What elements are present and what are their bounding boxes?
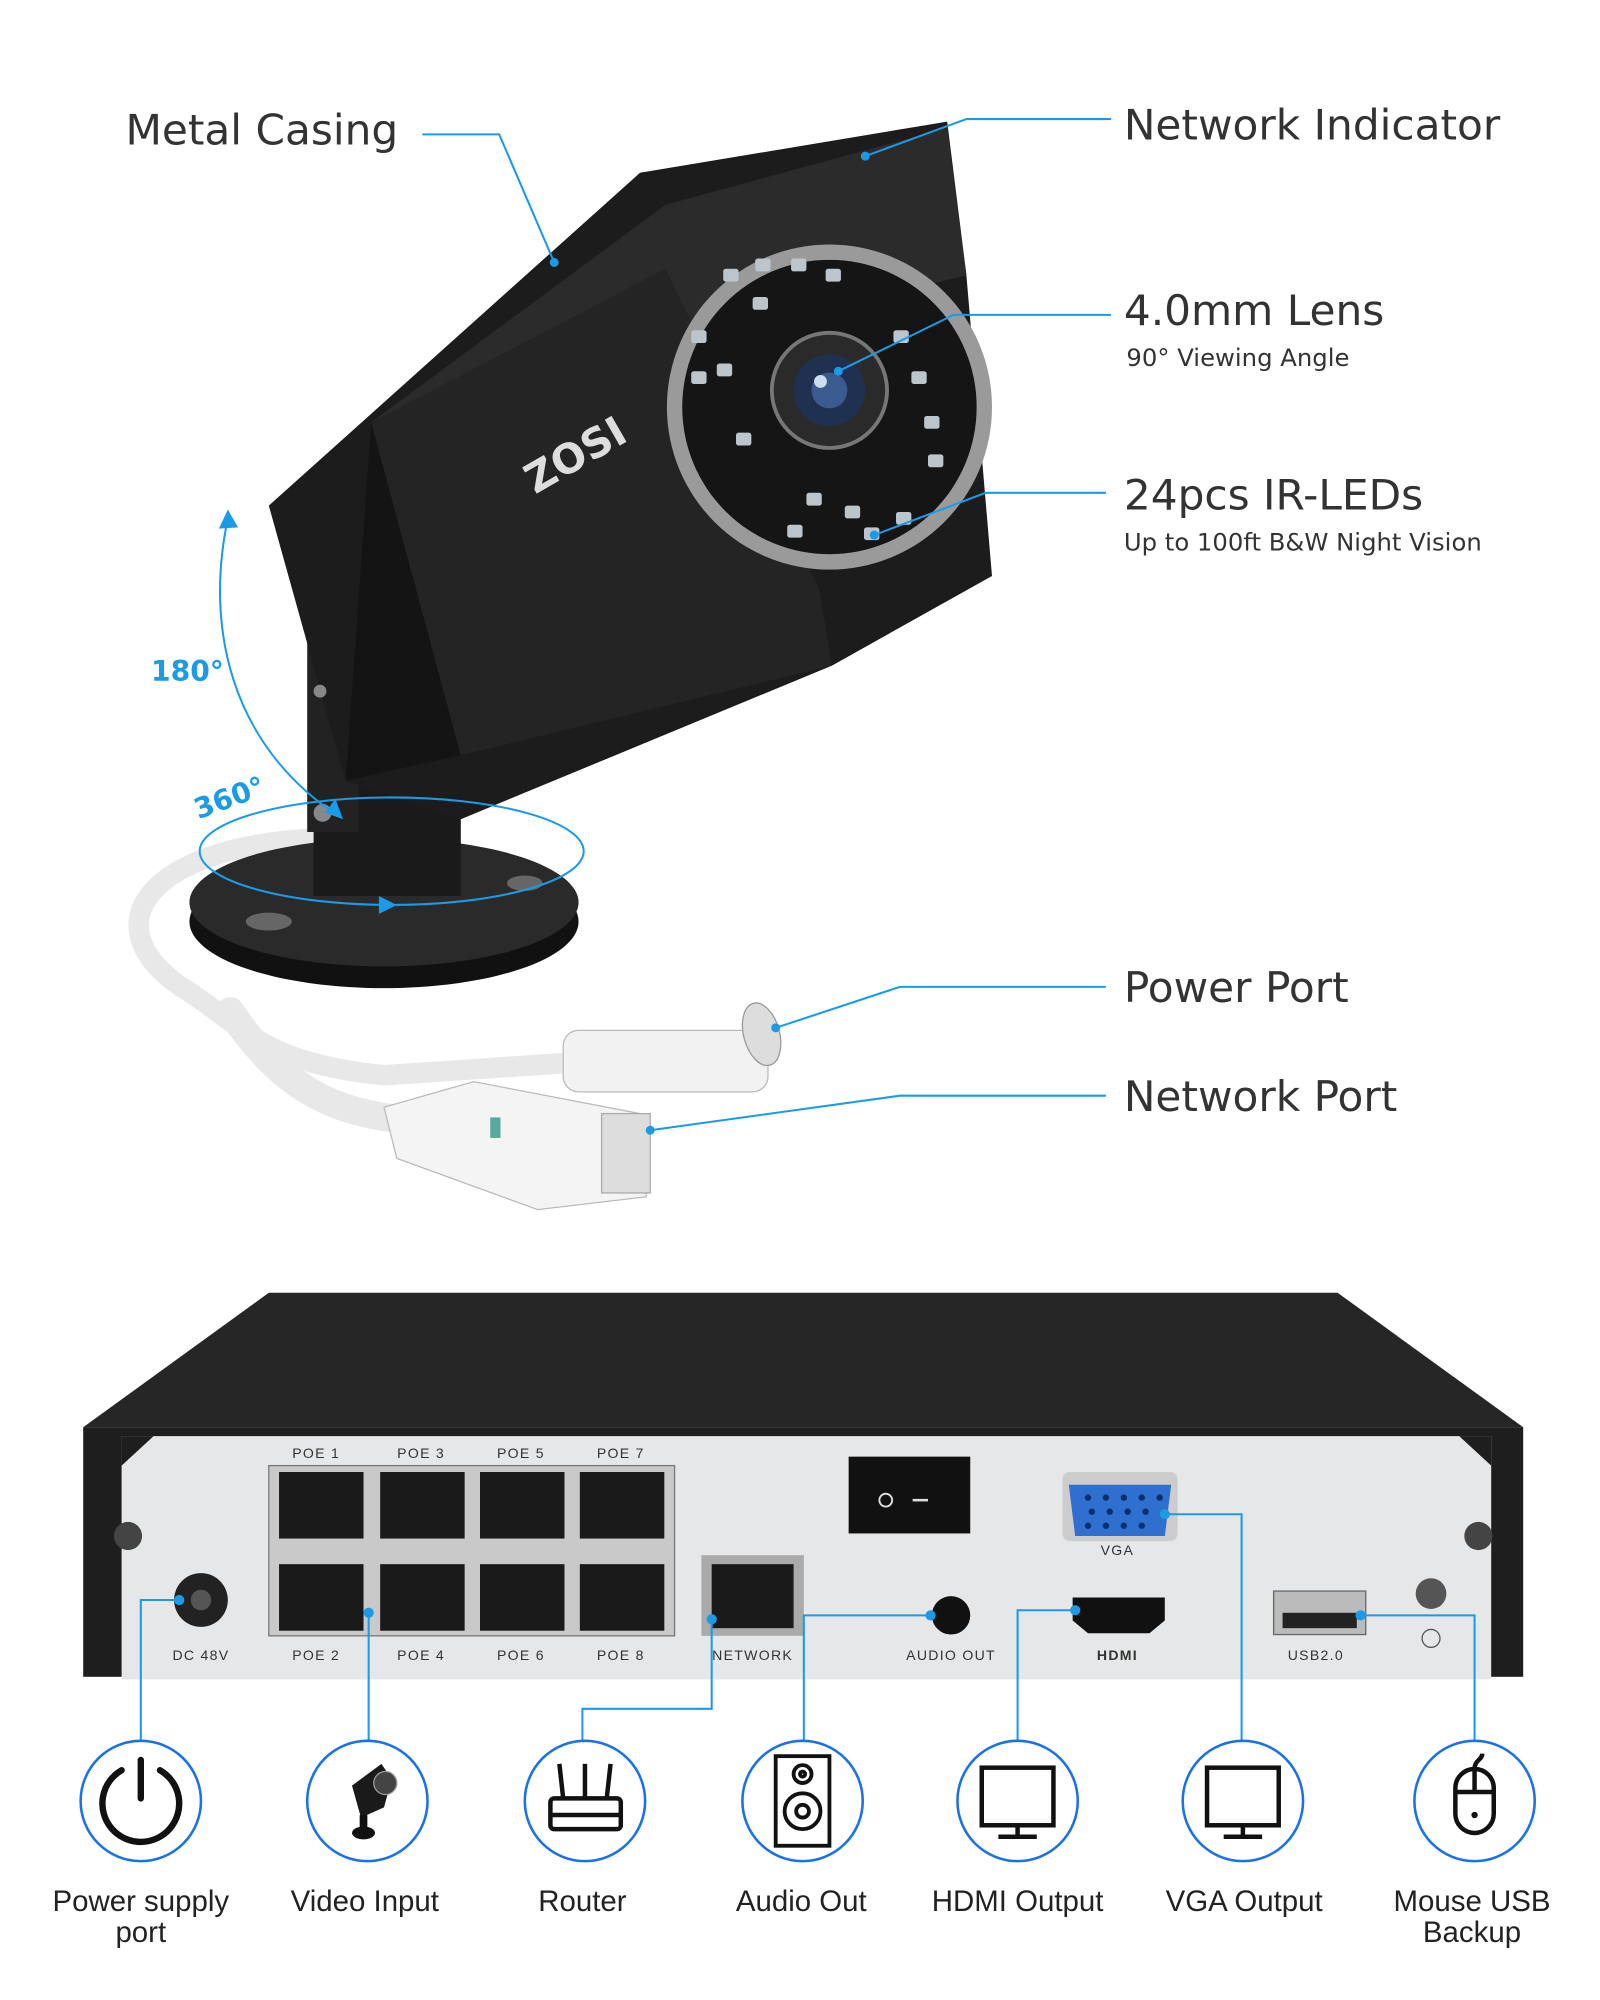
power-icon	[99, 1756, 183, 1846]
power-connector	[562, 1002, 782, 1093]
icon-item-video-input: Video Input	[291, 1739, 439, 1918]
icon-label-line2: Backup	[1423, 1916, 1521, 1949]
icon-label: HDMI Output	[932, 1885, 1104, 1918]
port-label-poe2: POE 2	[292, 1647, 340, 1663]
ir-led-array	[691, 258, 944, 541]
port-label-audio: AUDIO OUT	[906, 1647, 996, 1663]
callout-lens-title: 4.0mm Lens	[1124, 286, 1384, 335]
port-label-vga: VGA	[1101, 1542, 1135, 1558]
icon-label: Video Input	[291, 1885, 439, 1918]
icon-label: Router	[538, 1885, 627, 1918]
icon-item-audio-out: Audio Out	[736, 1739, 867, 1918]
port-label-network: NETWORK	[712, 1647, 793, 1663]
port-label-hdmi: HDMI	[1097, 1647, 1138, 1663]
icon-item-router: Router	[523, 1739, 647, 1918]
callout-power-port: Power Port	[1124, 963, 1349, 1012]
pan-label: 360°	[190, 770, 270, 826]
callout-ir-title: 24pcs IR-LEDs	[1124, 470, 1423, 519]
callout-lens-sub: 90° Viewing Angle	[1126, 343, 1349, 372]
icon-item-power: Power supply port	[52, 1739, 229, 1949]
port-label-poe7: POE 7	[597, 1445, 645, 1461]
callout-metal-casing: Metal Casing	[125, 106, 398, 155]
network-connector	[383, 1080, 651, 1211]
callout-ir-sub: Up to 100ft B&W Night Vision	[1124, 527, 1482, 556]
speaker-icon	[773, 1754, 832, 1848]
router-icon	[548, 1763, 624, 1832]
camera-illustration: ZOSI	[128, 121, 992, 1211]
callout-network-port: Network Port	[1124, 1072, 1398, 1121]
monitor-icon	[1204, 1765, 1281, 1840]
port-label-poe4: POE 4	[397, 1647, 445, 1663]
port-label-dc: DC 48V	[172, 1647, 229, 1663]
feature-icons: Power supply port Video Input Router	[52, 1739, 1551, 1949]
icon-label: Mouse USB	[1394, 1885, 1551, 1918]
icon-label-line2: port	[115, 1916, 166, 1949]
icon-label: Audio Out	[736, 1885, 867, 1918]
port-label-poe8: POE 8	[597, 1647, 645, 1663]
icon-item-mouse-usb: Mouse USB Backup	[1394, 1739, 1551, 1949]
callout-network-indicator: Network Indicator	[1124, 101, 1501, 150]
port-label-poe6: POE 6	[497, 1647, 545, 1663]
monitor-icon	[979, 1765, 1056, 1840]
camera-icon	[352, 1763, 398, 1840]
port-label-poe5: POE 5	[497, 1445, 545, 1461]
port-label-poe3: POE 3	[397, 1445, 445, 1461]
icon-label: Power supply	[52, 1885, 229, 1918]
port-label-poe1: POE 1	[292, 1445, 340, 1461]
mouse-icon	[1453, 1753, 1496, 1836]
camera-callouts: Metal Casing Network Indicator 4.0mm Len…	[125, 101, 1501, 1135]
tilt-label: 180°	[151, 655, 224, 688]
icon-item-vga-output: VGA Output	[1166, 1739, 1323, 1918]
icon-label: VGA Output	[1166, 1885, 1323, 1918]
port-label-usb: USB2.0	[1288, 1647, 1344, 1663]
nvr-connector-lines	[139, 1509, 1476, 1741]
icon-item-hdmi-output: HDMI Output	[932, 1739, 1104, 1918]
